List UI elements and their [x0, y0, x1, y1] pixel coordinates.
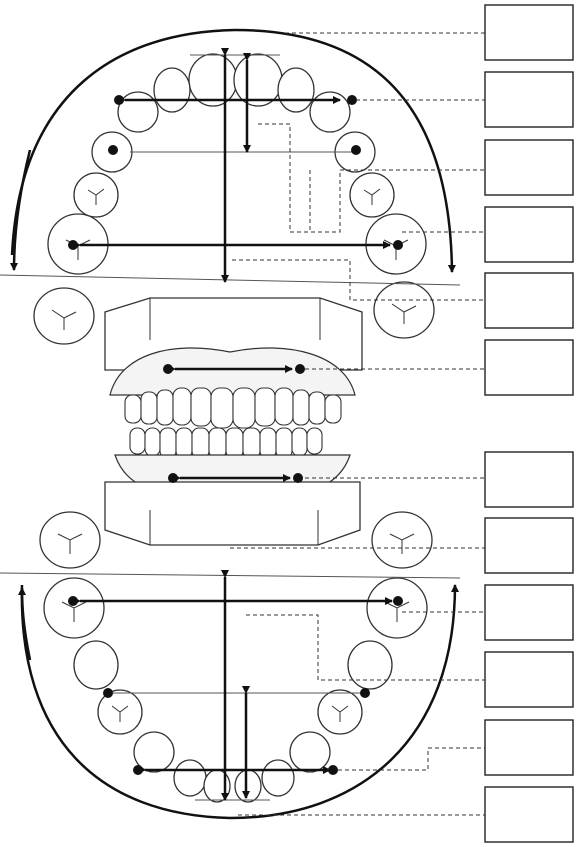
label-box-lower-2[interactable]	[484, 584, 574, 641]
landmark-point	[103, 688, 113, 698]
landmark-point	[347, 95, 357, 105]
landmark-point	[351, 145, 361, 155]
upper-tooth	[277, 67, 315, 113]
dental-model-front-view	[104, 297, 363, 546]
upper-arch-outline-left-arrow	[10, 149, 32, 271]
lower-reference-lines	[0, 572, 461, 801]
label-box-lower-4[interactable]	[484, 719, 574, 776]
upper-tooth	[233, 53, 283, 107]
label-box-lower-3[interactable]	[484, 651, 574, 708]
lower-measurement-arrows	[73, 570, 393, 801]
landmark-point	[293, 473, 303, 483]
lower-tooth	[289, 731, 331, 773]
upper-reference-lines	[0, 54, 461, 286]
label-box-upper-1[interactable]	[484, 4, 574, 61]
landmark-point	[68, 596, 78, 606]
landmark-point	[68, 240, 78, 250]
front-measurement-arrows	[168, 365, 293, 482]
lower-tooth	[234, 769, 262, 803]
front-landmarks	[163, 364, 305, 483]
lower-landmarks	[68, 596, 403, 775]
label-box-middle-1[interactable]	[484, 339, 574, 396]
lower-tooth	[173, 759, 207, 797]
leader-lines	[230, 32, 485, 816]
upper-tooth	[33, 287, 95, 345]
upper-tooth	[188, 53, 238, 107]
landmark-point	[114, 95, 124, 105]
leader-line	[338, 747, 485, 771]
landmark-point	[163, 364, 173, 374]
label-box-upper-5[interactable]	[484, 272, 574, 329]
lower-arch-outline-left-arrow	[18, 587, 32, 661]
landmark-point	[393, 240, 403, 250]
lower-model-base	[104, 481, 361, 546]
label-box-upper-2[interactable]	[484, 71, 574, 128]
label-box-upper-3[interactable]	[484, 139, 574, 196]
lower-arch-outline	[20, 584, 459, 820]
label-box-upper-4[interactable]	[484, 206, 574, 263]
lower-tooth	[347, 640, 393, 690]
landmark-point	[393, 596, 403, 606]
upper-tooth	[153, 67, 191, 113]
front-teeth	[124, 387, 342, 459]
lower-arch	[0, 511, 461, 820]
landmark-point	[360, 688, 370, 698]
lower-tooth	[73, 640, 119, 690]
upper-arch	[0, 28, 461, 345]
label-box-lower-5[interactable]	[484, 786, 574, 843]
leader-line	[309, 170, 485, 233]
upper-landmarks	[68, 95, 403, 250]
landmark-point	[108, 145, 118, 155]
upper-tooth	[373, 281, 435, 339]
leader-line	[258, 123, 485, 233]
upper-arch-outline	[10, 28, 456, 273]
upper-tooth	[309, 91, 351, 133]
label-boxes	[484, 4, 574, 843]
leader-line	[232, 259, 485, 301]
leader-line	[246, 614, 485, 681]
label-box-lower-1[interactable]	[484, 517, 574, 574]
landmark-point	[295, 364, 305, 374]
lower-teeth	[39, 511, 433, 803]
landmark-point	[133, 765, 143, 775]
upper-tooth	[117, 91, 159, 133]
label-box-middle-2[interactable]	[484, 451, 574, 508]
landmark-point	[168, 473, 178, 483]
landmark-point	[328, 765, 338, 775]
lower-tooth	[261, 759, 295, 797]
upper-measurement-arrows	[73, 48, 391, 283]
